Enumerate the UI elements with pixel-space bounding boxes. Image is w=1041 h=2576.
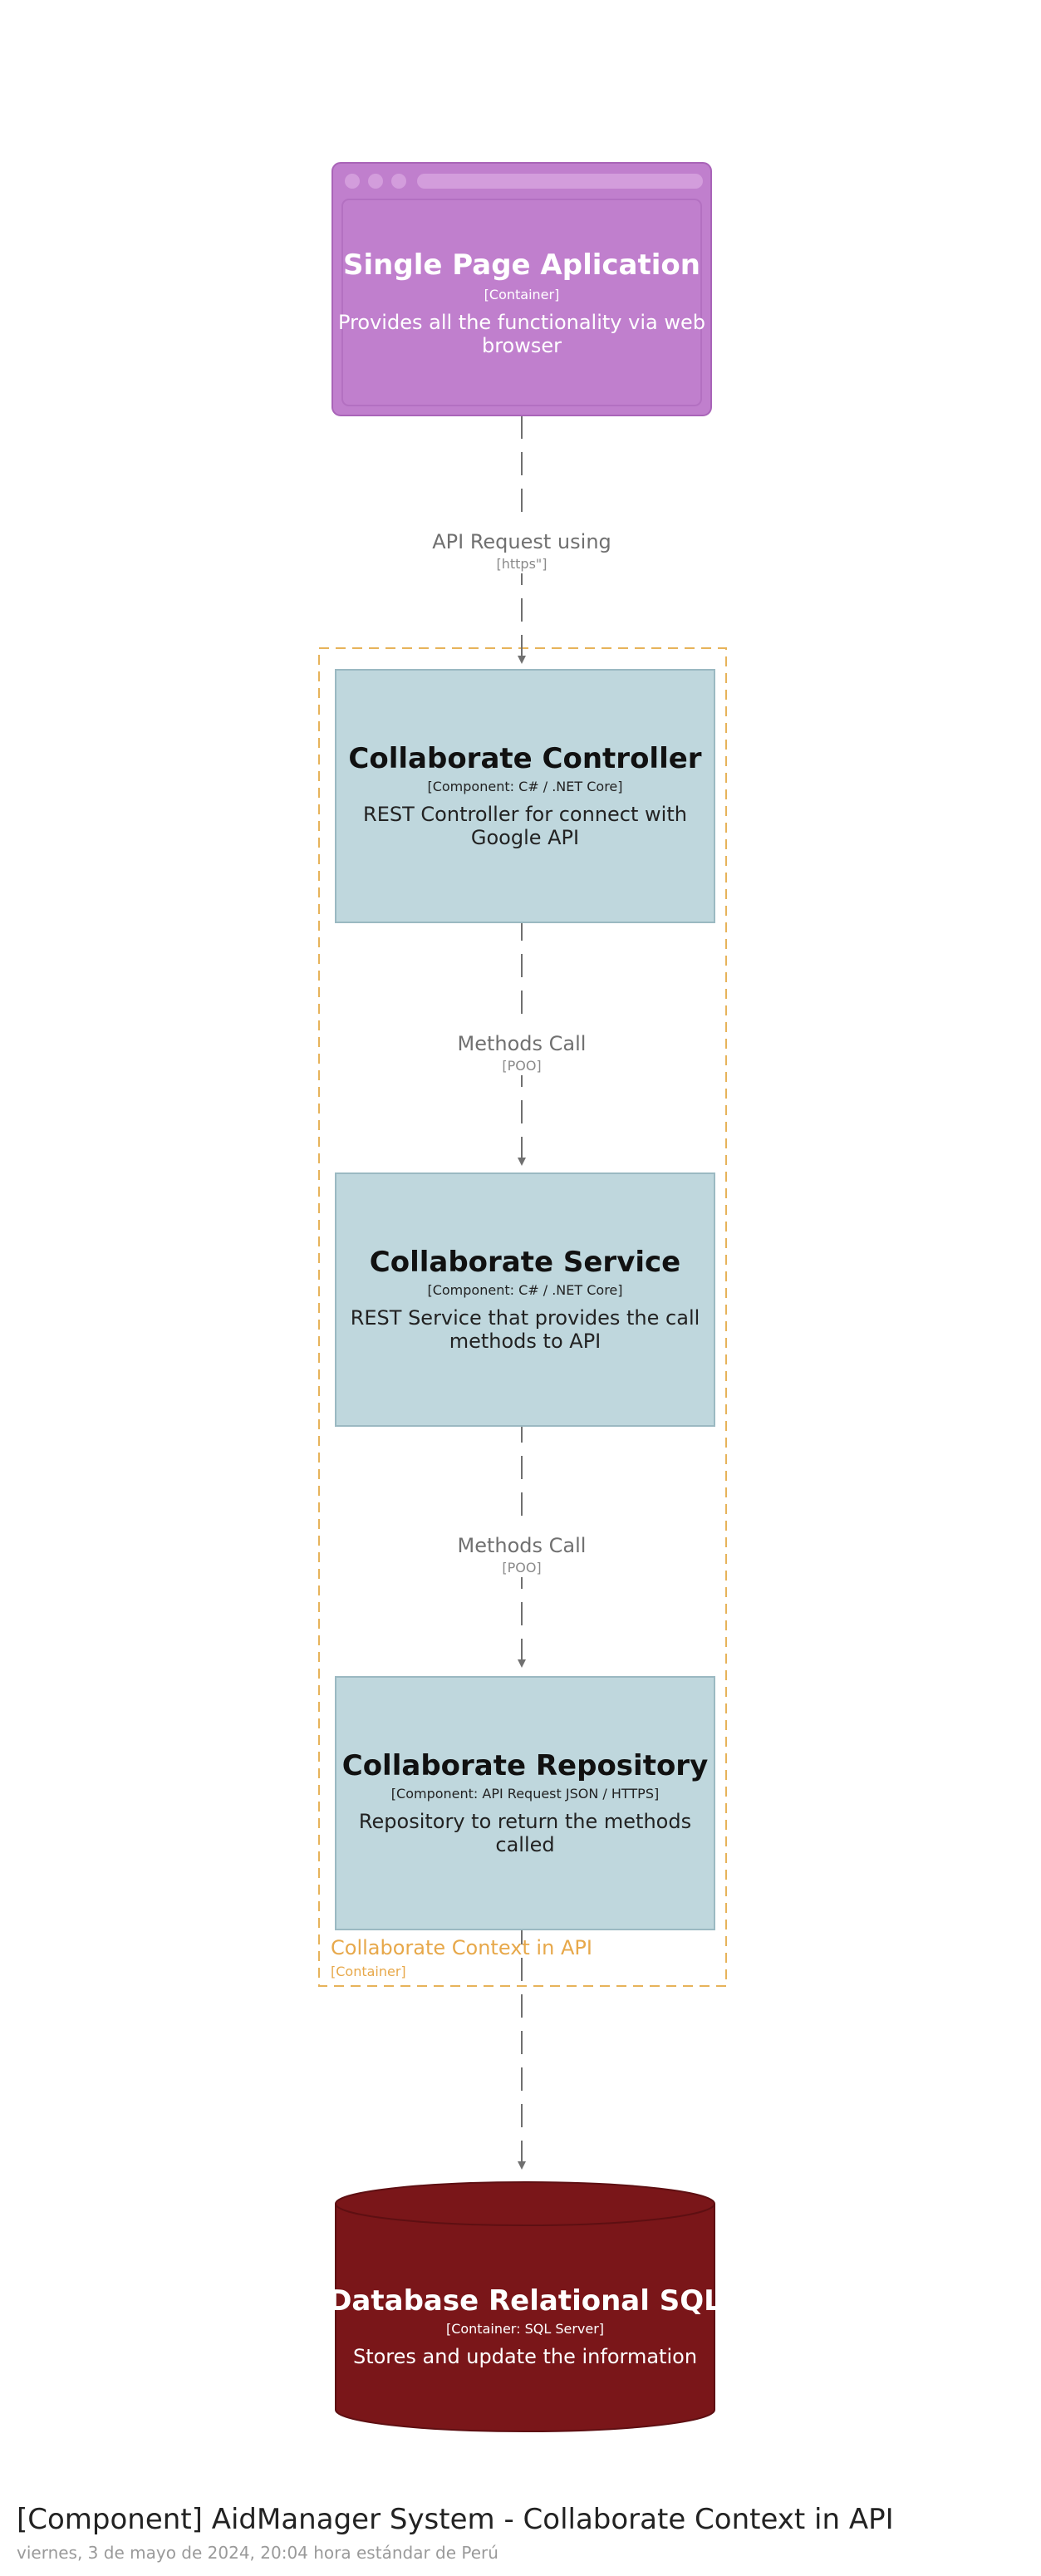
node-description-line: Repository to return the methods <box>359 1810 691 1833</box>
edge-label-text: Methods Call <box>458 1032 587 1055</box>
node-database-relational-sql[interactable]: Database Relational SQL [Container: SQL … <box>328 2181 722 2432</box>
node-description-line: called <box>495 1833 554 1856</box>
boundary-label: Collaborate Context in API <box>331 1936 592 1959</box>
browser-dot-icon <box>391 174 406 189</box>
edge-label-text: Methods Call <box>458 1534 587 1557</box>
browser-window-content <box>341 199 702 406</box>
node-title: Database Relational SQL <box>328 2284 722 2318</box>
node-description-line: methods to API <box>449 1330 602 1353</box>
node-collaborate-repository[interactable]: Collaborate Repository [Component: API R… <box>335 1676 715 1930</box>
edge-label-2: Methods Call [POO] <box>440 1025 603 1075</box>
node-single-page-application[interactable]: Single Page Aplication [Container] Provi… <box>331 162 712 416</box>
diagram-timestamp: viernes, 3 de mayo de 2024, 20:04 hora e… <box>17 2543 498 2563</box>
node-type: [Container: SQL Server] <box>446 2321 604 2337</box>
browser-dot-icon <box>345 174 360 189</box>
node-type: [Component: C# / .NET Core] <box>427 779 622 794</box>
node-type: [Component: API Request JSON / HTTPS] <box>391 1786 659 1802</box>
database-cylinder-body <box>335 2181 715 2432</box>
edge-label-text: API Request using <box>432 530 611 553</box>
node-description-line: REST Controller for connect with <box>363 803 687 826</box>
node-title: Collaborate Service <box>370 1246 680 1279</box>
node-collaborate-controller[interactable]: Collaborate Controller [Component: C# / … <box>335 669 715 923</box>
node-type: [Component: C# / .NET Core] <box>427 1282 622 1298</box>
node-description-line: REST Service that provides the call <box>351 1306 700 1330</box>
diagram-title: [Component] AidManager System - Collabor… <box>17 2503 894 2536</box>
browser-dot-icon <box>368 174 383 189</box>
edge-label-3: Methods Call [POO] <box>440 1527 603 1577</box>
boundary-type: [Container] <box>331 1964 406 1979</box>
component-box <box>335 669 715 923</box>
node-title: Collaborate Controller <box>348 742 701 775</box>
node-title: Single Page Aplication <box>343 248 700 282</box>
node-description-line: Google API <box>471 826 579 849</box>
database-cylinder-rim <box>335 2203 715 2226</box>
node-type: [Container] <box>484 287 560 302</box>
edge-label-tech: [POO] <box>502 1058 541 1074</box>
node-collaborate-service[interactable]: Collaborate Service [Component: C# / .NE… <box>335 1172 715 1427</box>
edge-label-tech: [POO] <box>502 1560 541 1576</box>
component-box <box>335 1676 715 1930</box>
component-box <box>335 1172 715 1427</box>
node-description-line: Stores and update the information <box>353 2345 697 2368</box>
browser-address-bar <box>417 174 703 189</box>
edge-label-tech: [https"] <box>496 556 547 572</box>
node-description-line: browser <box>482 334 562 357</box>
edge-label-1: API Request using [https"] <box>415 524 628 573</box>
node-title: Collaborate Repository <box>342 1749 709 1782</box>
edge-label-bg <box>440 1025 603 1075</box>
edge-label-bg <box>440 1527 603 1577</box>
edge-label-bg <box>415 524 628 573</box>
node-description-line: Provides all the functionality via web <box>338 311 705 334</box>
